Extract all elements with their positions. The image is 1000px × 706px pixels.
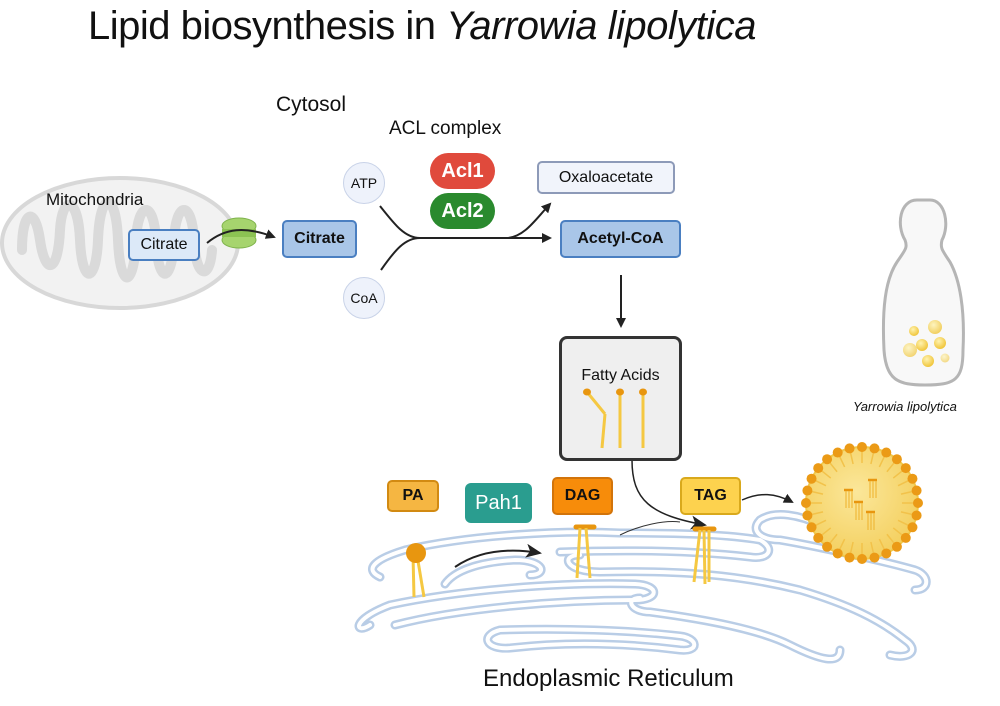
yeast-cell-icon: [881, 198, 965, 387]
coa-input-line: [380, 237, 421, 271]
phospholipid-head: [913, 498, 923, 508]
phospholipid-head: [881, 548, 892, 559]
title-organism: Yarrowia lipolytica: [446, 4, 756, 48]
phospholipid-head: [801, 498, 811, 508]
phospholipid-head: [813, 532, 824, 543]
acl2-enzyme[interactable]: Acl2: [430, 193, 495, 229]
acetyl-coa-node[interactable]: Acetyl-CoA: [560, 220, 681, 258]
coa-node[interactable]: CoA: [343, 277, 385, 319]
acl1-enzyme[interactable]: Acl1: [430, 153, 495, 189]
phospholipid-head: [869, 552, 880, 563]
phospholipid-head: [802, 510, 813, 521]
phospholipid-head: [844, 552, 855, 563]
oxaloacetate-node[interactable]: Oxaloacetate: [537, 161, 675, 194]
atp-node[interactable]: ATP: [343, 162, 385, 204]
pa-node[interactable]: PA: [387, 480, 439, 512]
mitochondria-label: Mitochondria: [46, 190, 144, 209]
phospholipid-head: [891, 541, 902, 552]
tag-to-lipid-droplet-arrow: [741, 493, 794, 503]
phospholipid-head: [857, 554, 867, 564]
yeast-cell-caption: Yarrowia lipolytica: [853, 399, 957, 414]
phospholipid-head: [857, 442, 867, 452]
phospholipid-head: [911, 510, 922, 521]
phospholipid-head: [900, 532, 911, 543]
fatty-acid-chains-icon: [583, 388, 647, 449]
phospholipid-head: [813, 463, 824, 474]
phospholipid-head: [907, 522, 918, 533]
phospholipid-head: [900, 463, 911, 474]
oxaloacetate-arrow: [507, 202, 552, 239]
mitochondria-organelle: [0, 176, 240, 310]
dag-lipid-icon: [573, 524, 597, 579]
title-prefix: Lipid biosynthesis in: [88, 4, 447, 48]
pa-to-dag-arrow: [454, 543, 542, 568]
fa-to-tag-arrow: [631, 459, 707, 530]
phospholipid-head: [911, 485, 922, 496]
transport-arrow: [206, 229, 276, 244]
cytosolic-citrate-node[interactable]: Citrate: [282, 220, 357, 258]
phospholipid-head: [822, 541, 833, 552]
phospholipid-head: [832, 447, 843, 458]
pa-lipid-icon: [406, 543, 426, 598]
atp-input-line: [379, 205, 421, 239]
tag-node[interactable]: TAG: [680, 477, 741, 515]
dag-to-tag-arrow: [619, 521, 681, 536]
lipid-droplet-icon: [801, 442, 923, 564]
phospholipid-head: [832, 548, 843, 559]
phospholipid-head: [806, 473, 817, 484]
dag-node[interactable]: DAG: [552, 477, 613, 515]
tag-lipid-icon: [692, 526, 717, 585]
phospholipid-head: [907, 473, 918, 484]
phospholipid-head: [869, 443, 880, 454]
pah1-enzyme[interactable]: Pah1: [465, 483, 532, 523]
phospholipid-head: [802, 485, 813, 496]
fatty-acids-label: Fatty Acids: [581, 367, 660, 384]
acl-complex-label: ACL complex: [389, 118, 502, 139]
er-label: Endoplasmic Reticulum: [483, 665, 734, 692]
cytosol-label: Cytosol: [276, 93, 347, 116]
phospholipid-head: [891, 454, 902, 465]
mitochondrial-citrate-node[interactable]: Citrate: [128, 229, 200, 261]
phospholipid-head: [806, 522, 817, 533]
diagram-title: Lipid biosynthesis in Yarrowia lipolytic…: [88, 4, 756, 49]
phospholipid-head: [822, 454, 833, 465]
phospholipid-head: [844, 443, 855, 454]
phospholipid-head: [881, 447, 892, 458]
